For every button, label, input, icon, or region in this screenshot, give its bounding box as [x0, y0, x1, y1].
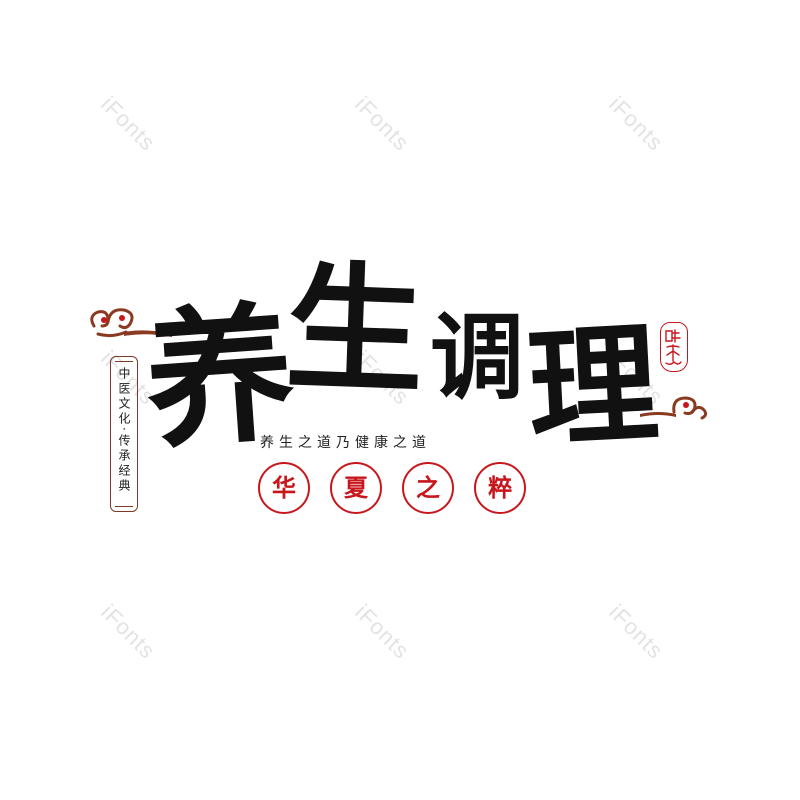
circle-badge: 之: [402, 462, 454, 514]
side-scroll-tag: 中医文化·传承经典: [110, 356, 138, 512]
watermark: iFonts: [604, 91, 669, 156]
circle-badge: 华: [258, 462, 310, 514]
watermark: iFonts: [604, 599, 669, 664]
watermark: iFonts: [350, 91, 415, 156]
red-seal-stamp: [660, 322, 688, 372]
watermark: iFonts: [96, 599, 161, 664]
circle-badges: 华 夏 之 粹: [258, 462, 528, 522]
seal-glyph-icon: [665, 329, 682, 365]
title-char: 理: [524, 307, 662, 467]
circle-badge: 粹: [474, 462, 526, 514]
title-char: 调: [430, 304, 525, 413]
title-char: 生: [283, 247, 427, 414]
auspicious-cloud-icon: [90, 308, 172, 338]
auspicious-cloud-icon: [640, 396, 708, 420]
watermark: iFonts: [96, 91, 161, 156]
watermark: iFonts: [350, 599, 415, 664]
side-tag-text: 中医文化·传承经典: [117, 367, 131, 494]
subtitle: 养生之道乃健康之道: [260, 435, 431, 451]
circle-badge: 夏: [330, 462, 382, 514]
